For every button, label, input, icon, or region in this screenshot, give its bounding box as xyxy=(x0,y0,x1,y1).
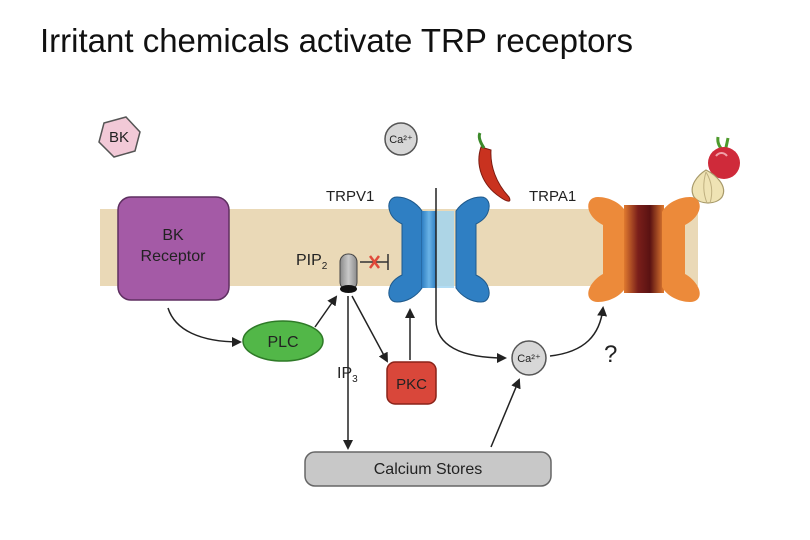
bk-receptor-label-line2: Receptor xyxy=(141,248,207,265)
slide-title: Irritant chemicals activate TRP receptor… xyxy=(40,22,634,59)
plc-enzyme: PLC xyxy=(242,320,324,362)
pkc-enzyme: PKC xyxy=(386,361,437,405)
question-mark: ? xyxy=(604,341,617,368)
ca-top-label: Ca²⁺ xyxy=(389,134,413,146)
pip2-inhibition-mark xyxy=(360,254,389,270)
chili-pepper-icon xyxy=(477,132,511,202)
radish-icon xyxy=(708,136,740,179)
pkc-label: PKC xyxy=(396,376,427,393)
bk-receptor-label-line1: BK xyxy=(162,227,184,244)
bk-molecule: BK xyxy=(98,116,141,158)
calcium-stores: Calcium Stores xyxy=(304,451,552,487)
calcium-influx-arrow xyxy=(435,188,507,363)
bk-receptor: BK Receptor xyxy=(117,196,230,301)
calcium-stores-label: Calcium Stores xyxy=(374,461,482,478)
ca-mid-label: Ca²⁺ xyxy=(517,353,541,365)
plc-label: PLC xyxy=(267,334,298,351)
calcium-ion-extracellular: Ca²⁺ xyxy=(384,122,418,156)
stores-to-calcium-arrow xyxy=(490,378,521,448)
trpv1-label: TRPV1 xyxy=(326,188,374,205)
trpa1-label: TRPA1 xyxy=(529,188,576,205)
pip2-to-pkc-arrow xyxy=(351,295,388,363)
garlic-icon xyxy=(691,169,725,204)
plc-to-pip2-arrow xyxy=(314,295,338,328)
calcium-ion-intracellular: Ca²⁺ xyxy=(511,340,547,376)
bk-label: BK xyxy=(109,129,129,146)
pip2-label: PIP2 xyxy=(296,252,328,272)
receptor-to-plc-arrow xyxy=(167,307,242,347)
trpv1-channel xyxy=(388,196,490,303)
pip2-lipid xyxy=(339,253,358,293)
calcium-to-trpa1-arrow xyxy=(549,306,608,357)
trpa1-channel xyxy=(588,197,700,302)
